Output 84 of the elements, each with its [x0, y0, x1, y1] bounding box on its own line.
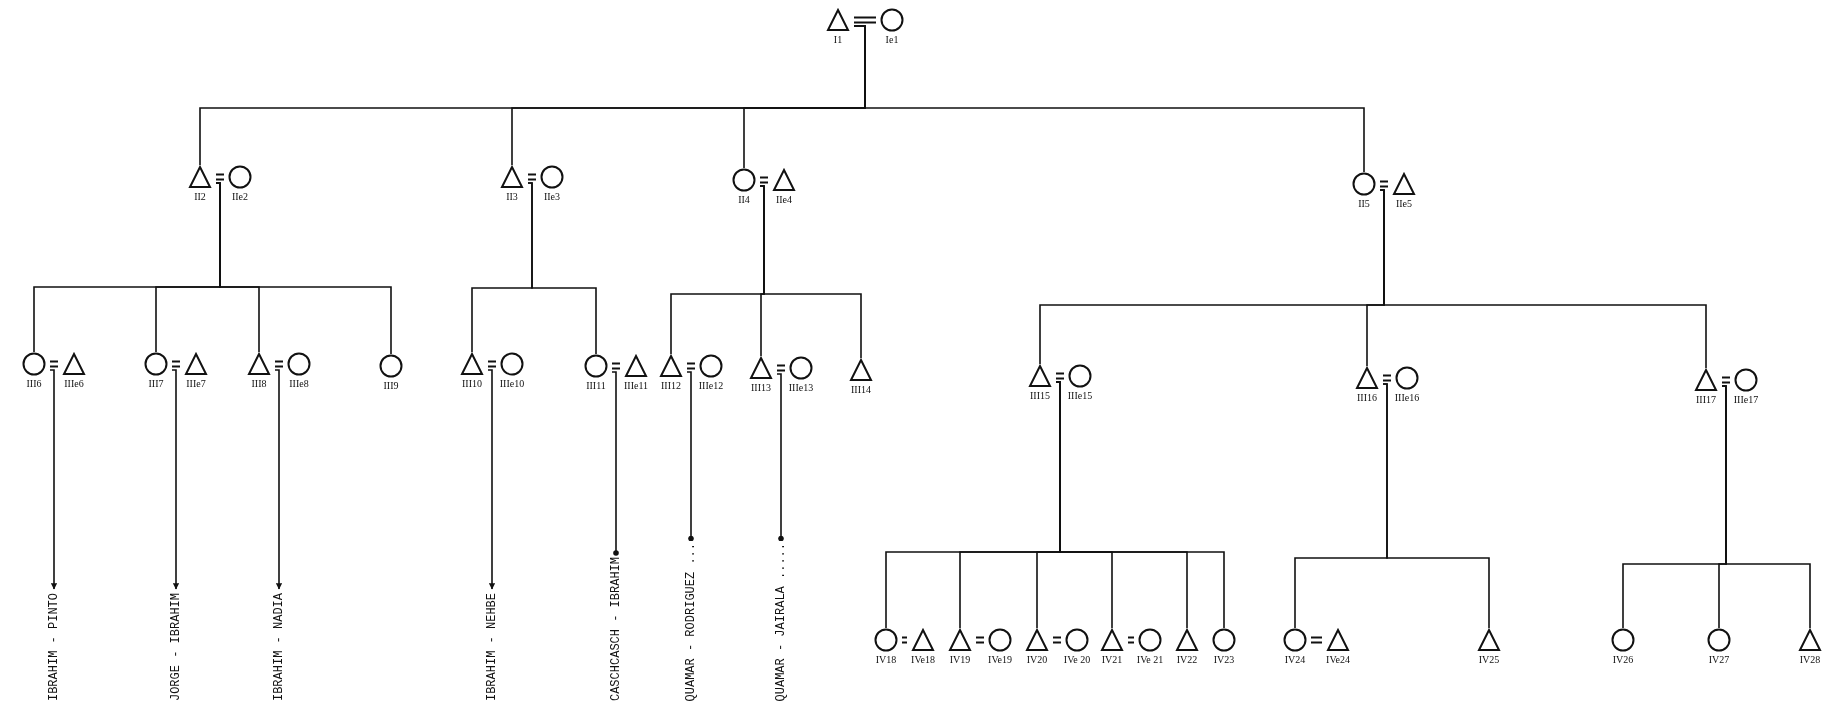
person-label: III12: [661, 380, 681, 391]
marriage-sign: [48, 360, 60, 368]
person-label: II5: [1358, 198, 1370, 209]
family-name: IBRAHIM - PINTO: [48, 592, 60, 701]
person-label: IIIe10: [499, 378, 525, 389]
marriage-sign: [1054, 372, 1066, 380]
person-label: III7: [148, 378, 164, 389]
person-label: IV19: [949, 654, 971, 665]
marriage-sign: [974, 636, 986, 644]
person-label: IV26: [1612, 654, 1634, 665]
person-label: IV25: [1478, 654, 1500, 665]
family-name: IBRAHIM - NEHBE: [486, 592, 498, 701]
family-name: JORGE - IBRAHIM: [170, 592, 182, 701]
person-label: IIIe7: [186, 378, 206, 389]
person-label: IIIe15: [1067, 390, 1093, 401]
marriage-sign: [214, 173, 226, 181]
marriage-sign: [1720, 376, 1732, 384]
descent-arrow: [487, 369, 496, 590]
marriage-sign: [900, 636, 909, 644]
marriage-sign: [852, 16, 878, 24]
person-label: IIIe16: [1394, 392, 1420, 403]
person-label: IV27: [1708, 654, 1730, 665]
person-label: II2: [194, 191, 206, 202]
marriage-sign: [526, 173, 538, 181]
descent-line: [1721, 385, 1811, 629]
family-name: CASCHCASCH - IBRAHIM: [610, 556, 622, 701]
person-label: IV23: [1213, 654, 1235, 665]
person-label: IVe 21: [1136, 654, 1164, 665]
person-label: IIe3: [543, 191, 561, 202]
marriage-sign: [486, 360, 498, 368]
person-label: IVe 20: [1063, 654, 1091, 665]
person-label: III15: [1030, 390, 1050, 401]
person-label: IIIe6: [64, 378, 84, 389]
person-label: II4: [738, 194, 750, 205]
person-label: III10: [462, 378, 482, 389]
person-label: III14: [851, 384, 871, 395]
descent-line: [1382, 383, 1490, 629]
person-label: IIe5: [1395, 198, 1413, 209]
person-label: IV28: [1799, 654, 1821, 665]
person-label: III17: [1696, 394, 1716, 405]
family-name: IBRAHIM - NADIA: [273, 592, 285, 701]
descent-line: [759, 185, 862, 359]
descent-line: [1379, 189, 1707, 369]
descent-arrow: [171, 369, 180, 590]
person-label: IIIe13: [788, 382, 814, 393]
marriage-sign: [1381, 374, 1393, 382]
marriage-sign: [1378, 180, 1390, 188]
person-label: I1: [833, 34, 843, 45]
marriage-sign: [1309, 636, 1324, 644]
descent-arrow: [274, 369, 283, 590]
person-label: III8: [251, 378, 267, 389]
person-label: IV21: [1101, 654, 1123, 665]
marriage-sign: [273, 360, 285, 368]
person-label: IIIe11: [623, 380, 649, 391]
person-label: IV22: [1176, 654, 1198, 665]
person-label: IVe19: [988, 654, 1012, 665]
marriage-sign: [775, 364, 787, 372]
person-label: III6: [26, 378, 42, 389]
person-label: IIIe8: [289, 378, 309, 389]
person-label: IV18: [875, 654, 897, 665]
marriage-sign: [1126, 636, 1136, 644]
person-label: III9: [383, 380, 399, 391]
person-label: IIe2: [231, 191, 249, 202]
person-label: IV24: [1284, 654, 1306, 665]
descent-line: [527, 182, 597, 355]
person-label: IIIe12: [698, 380, 724, 391]
person-label: III11: [586, 380, 606, 391]
person-label: Ie1: [885, 34, 899, 45]
person-label: III16: [1357, 392, 1377, 403]
family-name: QUAMAR - RODRIGUEZ ...: [685, 542, 697, 701]
marriage-sign: [170, 360, 182, 368]
person-label: II3: [506, 191, 518, 202]
marriage-sign: [1051, 636, 1063, 644]
person-label: IVe24: [1326, 654, 1350, 665]
person-label: IIIe17: [1733, 394, 1759, 405]
marriage-sign: [758, 176, 770, 184]
person-label: IV20: [1026, 654, 1048, 665]
person-label: IIe4: [775, 194, 793, 205]
family-name: QUAMAR - JAIRALA .....: [775, 542, 787, 701]
person-label: IVe18: [911, 654, 935, 665]
marriage-sign: [685, 362, 697, 370]
marriage-sign: [610, 362, 622, 370]
descent-arrow: [49, 369, 58, 590]
person-label: III13: [751, 382, 771, 393]
